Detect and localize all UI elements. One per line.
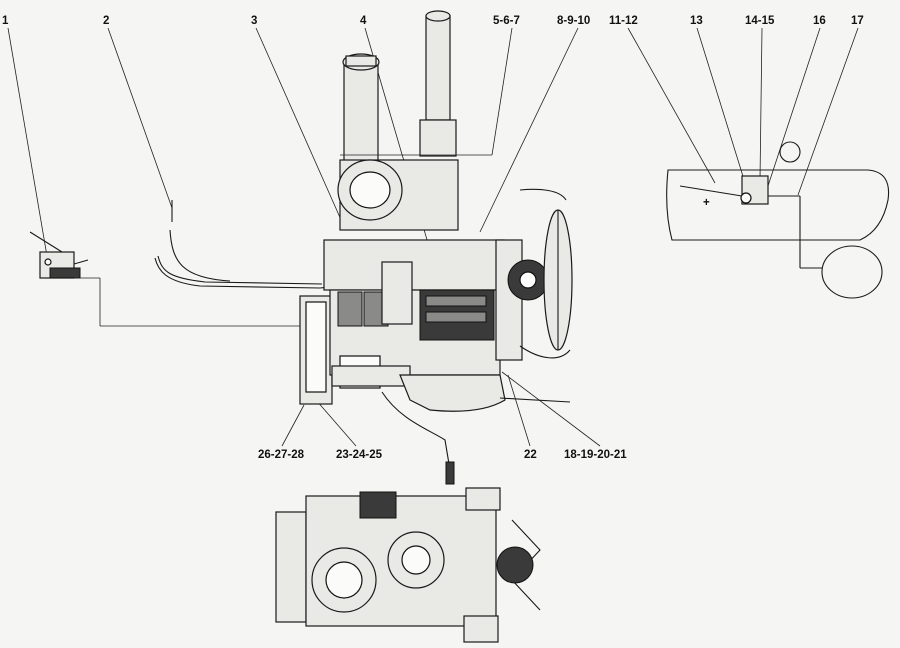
- callout-label: 11-12: [609, 15, 638, 27]
- callout-labels: 1 2 3 4 5-6-7 8-9-10 11-12 13 14-15 16 1…: [2, 15, 864, 461]
- callout-label: 1: [2, 15, 9, 27]
- callout-label: 18-19-20-21: [564, 449, 627, 461]
- callout-label: 3: [251, 15, 257, 27]
- callout-label: 26-27-28: [258, 449, 305, 461]
- callout-label: 23-24-25: [336, 449, 383, 461]
- callout-label: 22: [524, 449, 537, 461]
- callout-label: 16: [813, 15, 826, 27]
- engine-top-view: [275, 487, 541, 643]
- engine-side-view: [299, 188, 573, 485]
- callout-label: 5-6-7: [493, 15, 520, 27]
- leader-lines: [7, 27, 859, 447]
- callout-label: 2: [103, 15, 109, 27]
- callout-label: 13: [690, 15, 703, 27]
- air-cleaner: [337, 10, 492, 231]
- callout-label: 4: [360, 15, 367, 27]
- callout-label: 8-9-10: [557, 15, 590, 27]
- pedal-assembly: [29, 231, 318, 327]
- svg-text:+: +: [703, 197, 710, 209]
- callout-label: 14-15: [745, 15, 775, 27]
- callout-label: 17: [851, 15, 864, 27]
- mount-bracket-detail: +: [666, 141, 890, 299]
